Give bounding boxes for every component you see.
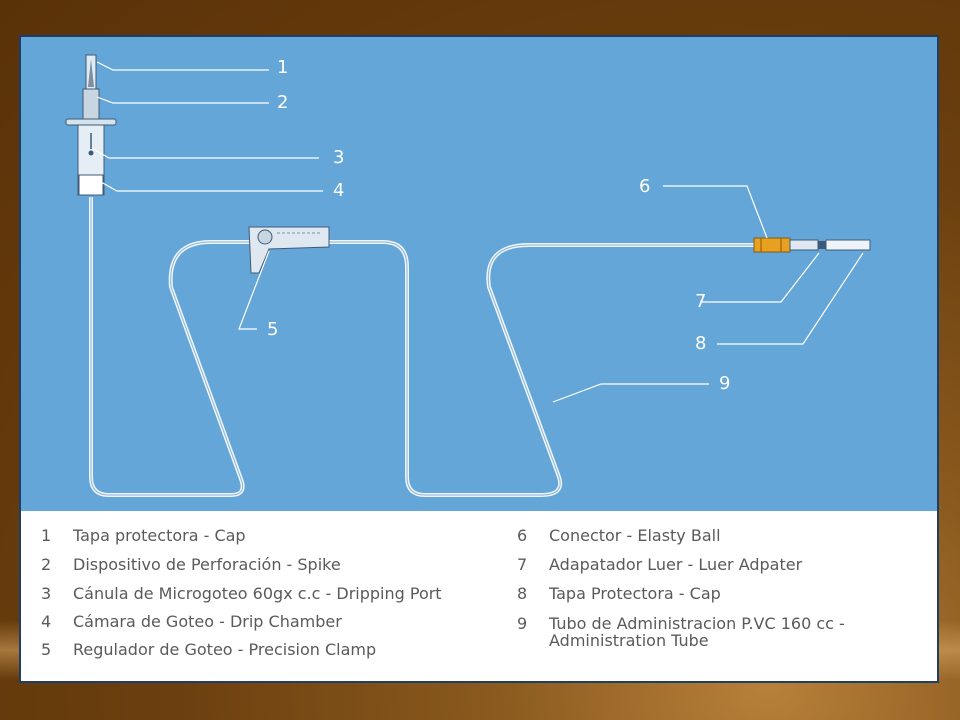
legend-num: 3 bbox=[41, 584, 52, 603]
legend-text: Conector - Elasty Ball bbox=[549, 526, 721, 545]
callout-5: 5 bbox=[267, 319, 279, 340]
legend-num: 7 bbox=[517, 555, 528, 574]
legend-text: Tubo de Administracion P.VC 160 cc - Adm… bbox=[549, 614, 845, 650]
drip-chamber bbox=[77, 124, 105, 196]
callout-7: 7 bbox=[695, 291, 707, 312]
administration-tube bbox=[89, 197, 756, 497]
legend-text: Tapa Protectora - Cap bbox=[549, 584, 721, 603]
callout-8: 8 bbox=[695, 333, 707, 354]
legend-num: 5 bbox=[41, 640, 52, 659]
callout-3: 3 bbox=[333, 147, 345, 168]
legend: 1 Tapa protectora - Cap 2 Dispositivo de… bbox=[21, 511, 937, 681]
slide-frame: 1 2 3 4 5 6 7 8 9 1 Tapa protectora - Ca… bbox=[19, 35, 939, 683]
legend-num: 1 bbox=[41, 526, 52, 545]
legend-text: Tapa protectora - Cap bbox=[73, 526, 246, 545]
legend-num: 6 bbox=[517, 526, 528, 545]
precision-clamp bbox=[248, 226, 330, 274]
callout-9: 9 bbox=[719, 373, 731, 394]
callout-4: 4 bbox=[333, 180, 345, 201]
connector-assembly bbox=[753, 237, 871, 253]
legend-text: Regulador de Goteo - Precision Clamp bbox=[73, 640, 377, 659]
callout-1: 1 bbox=[277, 57, 289, 78]
legend-num: 9 bbox=[517, 614, 528, 633]
diagram-area: 1 2 3 4 5 6 7 8 9 bbox=[21, 37, 937, 511]
legend-text: Dispositivo de Perforación - Spike bbox=[73, 555, 341, 574]
legend-num: 2 bbox=[41, 555, 52, 574]
legend-num: 8 bbox=[517, 584, 528, 603]
legend-text: Cánula de Microgoteo 60gx c.c - Dripping… bbox=[73, 584, 442, 603]
legend-text: Adapatador Luer - Luer Adpater bbox=[549, 555, 803, 574]
callout-6: 6 bbox=[639, 176, 651, 197]
legend-text: Cámara de Goteo - Drip Chamber bbox=[73, 612, 342, 631]
callout-2: 2 bbox=[277, 92, 289, 113]
leader-lines bbox=[92, 61, 864, 403]
legend-num: 4 bbox=[41, 612, 52, 631]
iv-set-diagram bbox=[65, 54, 871, 497]
spike-assembly bbox=[65, 54, 117, 126]
